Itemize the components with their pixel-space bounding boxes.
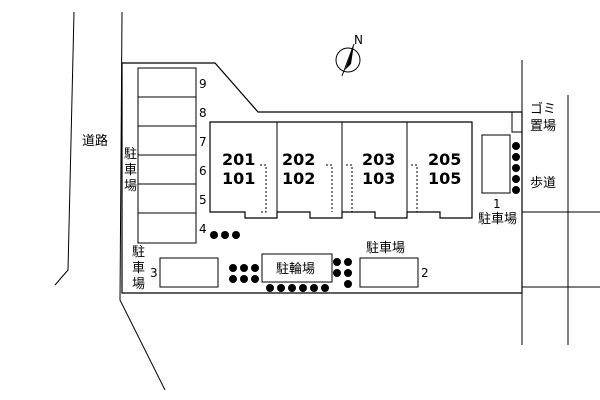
- stall-number-7: 7: [199, 135, 207, 149]
- entrance-dash: [346, 164, 353, 212]
- stall-number-9: 9: [199, 77, 207, 91]
- entrance-dash: [260, 164, 267, 213]
- north-compass: N: [335, 33, 363, 77]
- lower-parking-label-1: 駐: [132, 245, 145, 260]
- entrance-dash: [411, 164, 418, 212]
- stall-number-2: 2: [421, 266, 429, 280]
- sidewalk-label: 歩道: [530, 176, 556, 191]
- tree-dots: [210, 142, 520, 292]
- bicycle-parking-label: 駐輪場: [276, 261, 315, 277]
- stall-number-8: 8: [199, 106, 207, 120]
- stall-number-6: 6: [199, 164, 207, 178]
- unit-205: 205: [428, 150, 461, 169]
- unit-103: 103: [362, 169, 395, 188]
- road-edge-right: [119, 11, 166, 391]
- lower-right-parking-label: 駐車場: [366, 241, 405, 256]
- unit-105: 105: [428, 169, 461, 188]
- left-parking-label-3: 場: [124, 179, 137, 194]
- unit-102: 102: [282, 169, 315, 188]
- parking-stall-2: [359, 257, 419, 288]
- stall-number-3: 3: [150, 266, 158, 280]
- garbage-label-line2: 置場: [530, 119, 556, 134]
- right-parking-label: 駐車場: [478, 212, 517, 227]
- bicycle-parking-box: [261, 253, 333, 283]
- stall-number-5: 5: [199, 193, 207, 207]
- garbage-area-box: [511, 111, 523, 133]
- left-parking-label-2: 車: [124, 163, 137, 178]
- road-edge-left: [54, 11, 75, 286]
- garbage-label-line1: ゴミ: [530, 101, 556, 117]
- entrance-dash: [326, 164, 333, 212]
- parking-stall-1: [481, 134, 511, 194]
- stall-number-4: 4: [199, 222, 207, 236]
- unit-203: 203: [362, 150, 395, 169]
- parking-stall-3: [159, 257, 219, 288]
- north-label: N: [354, 33, 363, 47]
- left-parking-label-1: 駐: [124, 147, 137, 162]
- unit-201: 201: [222, 150, 255, 169]
- lower-parking-label-2: 車: [132, 261, 145, 276]
- lower-parking-label-3: 場: [132, 277, 145, 292]
- stall-number-1: 1: [493, 197, 501, 211]
- road-label: 道路: [82, 133, 108, 149]
- unit-101: 101: [222, 169, 255, 188]
- unit-202: 202: [282, 150, 315, 169]
